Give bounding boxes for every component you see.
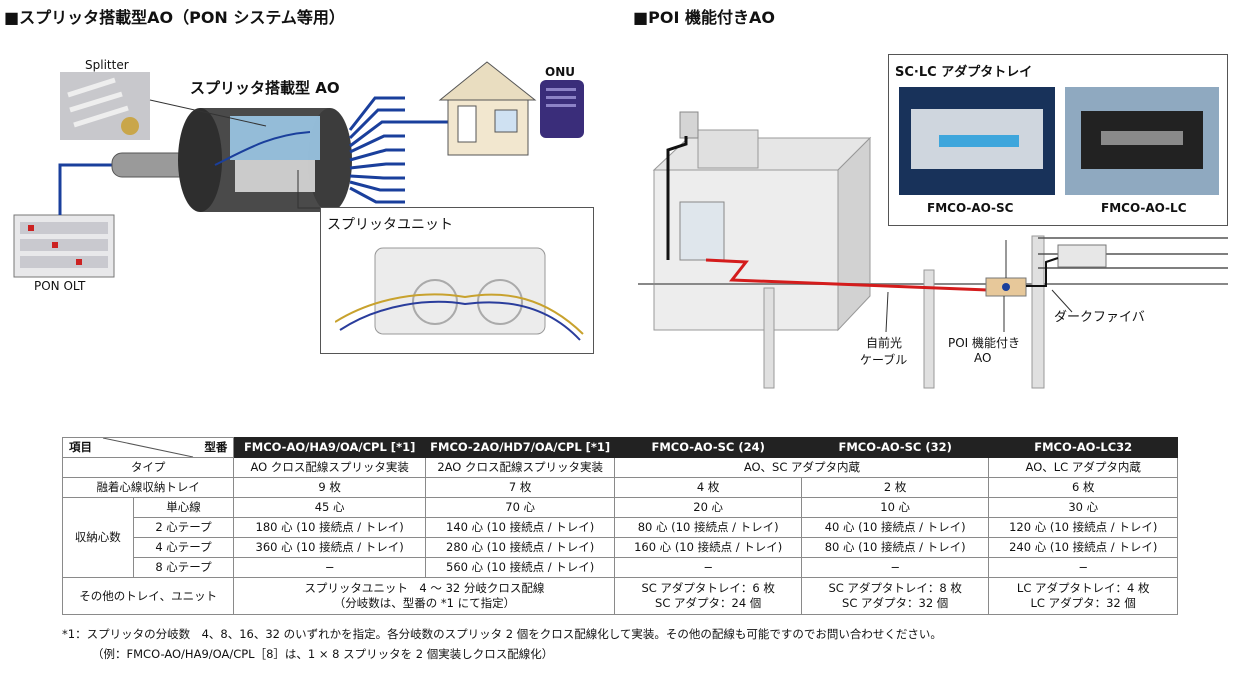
table-cell: スプリッタユニット 4 ～ 32 分岐クロス配線 （分岐数は、型番の *1 にて… [233,577,616,615]
table-cell: 70 心 [424,497,616,518]
model-header: FMCO-2AO/HD7/OA/CPL [*1] [424,437,616,458]
table-cell: 160 心 (10 接続点 / トレイ) [614,537,802,558]
own-cable-label-2: ケーブル [860,353,908,367]
onu-icon [540,80,584,138]
poi-label-2: AO [974,351,992,365]
table-cell: 120 心 (10 接続点 / トレイ) [988,517,1178,538]
sc-tray-label: FMCO-AO-SC [927,201,1014,215]
table-row: 収納心数 単心線 45 心 70 心 20 心 10 心 30 心 [62,497,1178,578]
pon-olt-icon [13,214,115,278]
row-label: 8 心テープ [132,557,235,578]
table-row: その他のトレイ、ユニット スプリッタユニット 4 ～ 32 分岐クロス配線 （分… [61,577,1178,615]
table-cell: − [800,557,990,578]
other-split-line-2: （分岐数は、型番の *1 にて指定） [333,596,516,610]
table-cell: 240 心 (10 接続点 / トレイ) [988,537,1178,558]
building-icon [652,111,872,332]
other-sc32-line-1: SC アダプタトレイ：8 枚 [828,581,962,595]
footnote-2: （例：FMCO-AO/HA9/OA/CPL［8］は、1 × 8 スプリッタを 2… [92,647,554,661]
table-cell: 45 心 [233,497,426,518]
ao-label: スプリッタ搭載型 AO [190,79,340,97]
row-group-label: 収納心数 [62,497,134,578]
adapter-tray-title: SC·LC アダプタトレイ [895,65,1033,80]
other-lc-line-2: LC アダプタ：32 個 [1030,596,1136,610]
table-cell: 2AO クロス配線スプリッタ実装 [424,457,616,478]
corner-cell: 項目 型番 [61,437,235,458]
lc-tray-photo [1065,87,1219,195]
table-row: 融着心線収納トレイ 9 枚 7 枚 4 枚 2 枚 6 枚 [61,477,1178,498]
table-cell: 280 心 (10 接続点 / トレイ) [424,537,616,558]
other-sc24-line-2: SC アダプタ：24 個 [655,596,762,610]
left-section-title: ■スプリッタ搭載型AO（PON システム等用） [4,8,345,27]
row-label: 単心線 [132,497,235,518]
other-sc24-line-1: SC アダプタトレイ：6 枚 [641,581,775,595]
pon-system-diagram [13,61,584,278]
table-cell: 9 枚 [233,477,426,498]
dark-fiber-label: ダークファイバ [1054,310,1145,325]
table-cell: LC アダプタトレイ：4 枚 LC アダプタ：32 個 [988,577,1178,615]
model-header: FMCO-AO-LC32 [988,437,1178,458]
row-label: タイプ [61,457,235,478]
table-cell: AO、SC アダプタ内蔵 [614,457,990,478]
table-cell: 2 枚 [800,477,990,498]
table-cell: 40 心 (10 接続点 / トレイ) [800,517,990,538]
row-label: 2 心テープ [132,517,235,538]
ao-cylinder [178,108,352,212]
lc-tray-label: FMCO-AO-LC [1101,201,1187,215]
splitter-label: Splitter [85,58,129,72]
table-row: 2 心テープ 180 心 (10 接続点 / トレイ) 140 心 (10 接続… [63,517,1178,538]
splitter-photo [60,72,150,140]
table-cell: 20 心 [614,497,802,518]
table-row: 8 心テープ − 560 心 (10 接続点 / トレイ) − − − [63,557,1178,578]
own-cable-label-1: 自前光 [866,336,903,350]
table-cell: − [988,557,1178,578]
table-cell: SC アダプタトレイ：6 枚 SC アダプタ：24 個 [614,577,802,615]
splitter-unit-panel: スプリッタユニット [320,207,594,354]
onu-label: ONU [545,65,575,79]
olt-label: PON OLT [34,279,86,293]
poi-diagram [638,111,1228,389]
table-cell: 80 心 (10 接続点 / トレイ) [800,537,990,558]
table-cell: 360 心 (10 接続点 / トレイ) [233,537,426,558]
row-label: その他のトレイ、ユニット [61,577,235,615]
other-lc-line-1: LC アダプタトレイ：4 枚 [1016,581,1150,595]
table-cell: 4 枚 [614,477,802,498]
other-sc32-line-2: SC アダプタ：32 個 [842,596,949,610]
sc-tray-photo [899,87,1055,195]
table-cell: − [614,557,802,578]
right-section-title: ■POI 機能付きAO [633,8,775,27]
row-label: 融着心線収納トレイ [61,477,235,498]
table-cell: SC アダプタトレイ：8 枚 SC アダプタ：32 個 [800,577,990,615]
table-cell: 30 心 [988,497,1178,518]
house-icon [438,61,537,156]
table-header-row: 項目 型番 FMCO-AO/HA9/OA/CPL [*1] FMCO-2AO/H… [61,437,1178,458]
table-cell: 6 枚 [988,477,1178,498]
table-cell: 180 心 (10 接続点 / トレイ) [233,517,426,538]
model-header: FMCO-AO/HA9/OA/CPL [*1] [233,437,426,458]
table-cell: 7 枚 [424,477,616,498]
table-cell: AO、LC アダプタ内蔵 [988,457,1178,478]
spec-table: 項目 型番 FMCO-AO/HA9/OA/CPL [*1] FMCO-2AO/H… [61,437,1178,615]
model-header: FMCO-AO-SC (24) [614,437,802,458]
adapter-tray-panel: SC·LC アダプタトレイ FMCO-AO-SC FMCO-AO-LC [888,54,1228,226]
table-row: 4 心テープ 360 心 (10 接続点 / トレイ) 280 心 (10 接続… [63,537,1178,558]
splitter-unit-photo [335,247,584,341]
table-cell: 80 心 (10 接続点 / トレイ) [614,517,802,538]
table-cell: − [233,557,426,578]
table-cell: 10 心 [800,497,990,518]
row-label: 4 心テープ [132,537,235,558]
other-split-line-1: スプリッタユニット 4 ～ 32 分岐クロス配線 [304,581,545,595]
table-row: タイプ AO クロス配線スプリッタ実装 2AO クロス配線スプリッタ実装 AO、… [61,457,1178,478]
output-fibers [348,96,420,204]
corner-item-label: 項目 [69,440,92,454]
poi-label-1: POI 機能付き [948,336,1021,350]
table-cell: 560 心 (10 接続点 / トレイ) [424,557,616,578]
table-cell: 140 心 (10 接続点 / トレイ) [424,517,616,538]
table-cell: AO クロス配線スプリッタ実装 [233,457,426,478]
footnote-1: *1：スプリッタの分岐数 4、8、16、32 のいずれかを指定。各分岐数のスプリ… [62,627,942,641]
corner-model-label: 型番 [204,440,228,454]
model-header: FMCO-AO-SC (32) [800,437,990,458]
splitter-unit-label: スプリッタユニット [327,217,453,233]
